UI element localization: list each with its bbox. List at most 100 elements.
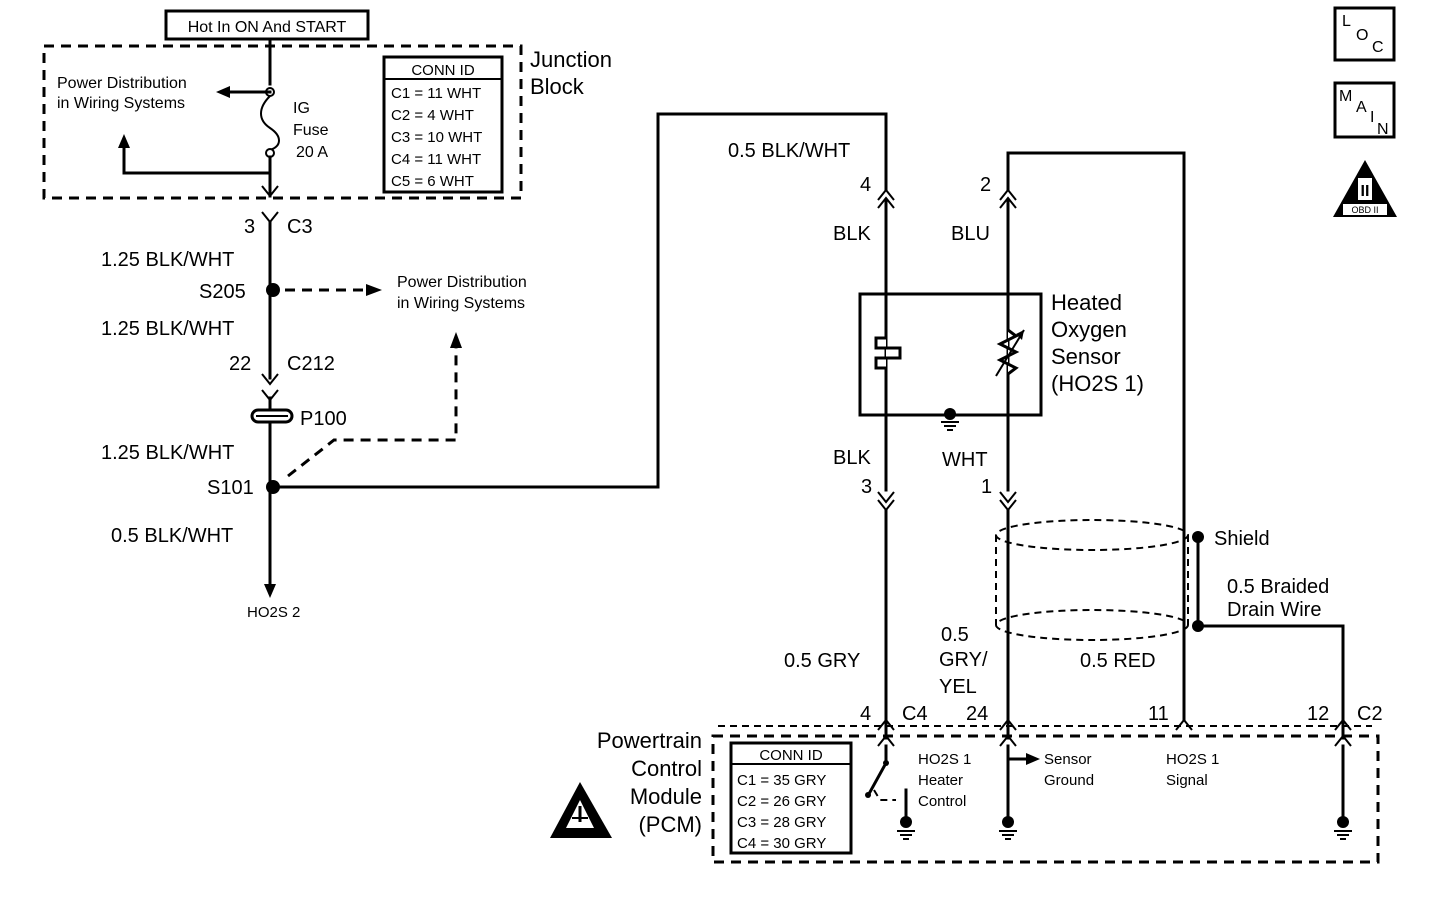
c3-label: C3 xyxy=(287,216,313,238)
signal-label-2: Signal xyxy=(1166,772,1208,789)
s205-branch-arrowhead xyxy=(366,284,382,296)
ground-label-1: Sensor xyxy=(1044,751,1092,768)
junction-conn-row-4: C4 = 11 WHT xyxy=(391,151,481,168)
pd-branch-arrowhead xyxy=(216,86,230,98)
power-label: Hot In ON And START xyxy=(188,19,347,36)
sensor-wht: WHT xyxy=(942,449,988,471)
pcm-c2: C2 xyxy=(1357,703,1383,725)
pcm-conn-row-1: C1 = 35 GRY xyxy=(737,772,826,789)
left-wire-3-label: 1.25 BLK/WHT xyxy=(101,442,234,464)
power-label-box xyxy=(164,9,370,41)
left-wire-4-label: 0.5 BLK/WHT xyxy=(111,525,233,547)
ho2s2-arrowhead xyxy=(264,584,276,598)
pd-return-arrowhead xyxy=(118,134,130,148)
ground-wire-label-3: YEL xyxy=(939,676,977,698)
heater-label-3: Control xyxy=(918,793,966,810)
sensor-pin1: 1 xyxy=(981,476,992,498)
loc-letter-c: C xyxy=(1372,39,1384,56)
ground-wire-label-2: GRY/ xyxy=(939,649,988,671)
sensor-pin2: 2 xyxy=(980,174,991,196)
fuse-symbol xyxy=(260,95,280,151)
junction-conn-row-1: C1 = 11 WHT xyxy=(391,85,481,102)
drain-node xyxy=(1192,620,1204,632)
sensor-name-1: Heated xyxy=(1051,290,1122,315)
fuse-label-2: Fuse xyxy=(293,122,329,139)
ground-label-2: Ground xyxy=(1044,772,1094,789)
pcm-ground-arrowhead xyxy=(1026,753,1040,765)
s101-branch-arrowhead xyxy=(450,332,462,348)
sensor-signal-wire xyxy=(1006,151,1186,722)
p100-label: P100 xyxy=(300,408,347,430)
fuse-label-1: IG xyxy=(293,100,310,117)
sensor-name-3: Sensor xyxy=(1051,344,1121,369)
sensor-feed-wire xyxy=(278,112,888,489)
pd2-line1: Power Distribution xyxy=(397,274,527,291)
s205-splice xyxy=(266,283,280,297)
pcm-sensor-ground-node xyxy=(1002,816,1014,828)
sensor-blu: BLU xyxy=(951,223,990,245)
loc-letter-o: O xyxy=(1356,27,1368,44)
c212-arrow-upper xyxy=(261,373,279,386)
heater-switch-blade xyxy=(867,760,889,795)
loc-badge[interactable] xyxy=(1333,6,1396,62)
main-badge[interactable] xyxy=(1333,81,1396,139)
heater-element-symbol xyxy=(874,330,902,376)
pcm-conn-row-2: C2 = 26 GRY xyxy=(737,793,826,810)
pcm-pin24-arrow-a xyxy=(999,718,1017,731)
sensor-pin4-arrow-b xyxy=(877,196,895,209)
junction-conn-row-5: C5 = 6 WHT xyxy=(391,173,474,190)
pcm-c4: C4 xyxy=(902,703,928,725)
sensor-pin4: 4 xyxy=(860,174,871,196)
main-letter-i: I xyxy=(1370,109,1374,126)
left-wire-1-label: 1.25 BLK/WHT xyxy=(101,249,234,271)
main-letter-n: N xyxy=(1377,121,1389,138)
pcm-conn-row-3: C3 = 28 GRY xyxy=(737,814,826,831)
heater-label-2: Heater xyxy=(918,772,963,789)
heater-wire-label: 0.5 GRY xyxy=(784,650,860,672)
drain-label-2: Drain Wire xyxy=(1227,599,1321,621)
sensor-name-2: Oxygen xyxy=(1051,317,1127,342)
heater-switch-actuator xyxy=(873,789,896,801)
main-letter-m: M xyxy=(1339,88,1352,105)
junction-pd-line1: Power Distribution xyxy=(57,75,187,92)
esd-warning-icon xyxy=(550,782,612,838)
pd2-line2: in Wiring Systems xyxy=(397,295,525,312)
obd-roman-plate xyxy=(1358,178,1372,200)
s101-dashed-branch xyxy=(287,346,458,478)
pcm-conn-title: CONN ID xyxy=(759,747,823,764)
fuse-label-3: 20 A xyxy=(296,144,328,161)
pcm-pin-12: 12 xyxy=(1307,703,1329,725)
pcm-pin-24: 24 xyxy=(966,703,988,725)
drain-ground-node xyxy=(1337,816,1349,828)
heater-ground-node xyxy=(900,816,912,828)
pcm-outline xyxy=(711,734,1380,864)
sensor-pin4-arrow-a xyxy=(877,188,895,201)
junction-conn-row-2: C2 = 4 WHT xyxy=(391,107,474,124)
main-letter-a: A xyxy=(1356,99,1367,116)
pcm-pin-4: 4 xyxy=(860,703,871,725)
heater-switch-pivot xyxy=(865,792,871,798)
obd-text-plate xyxy=(1343,204,1387,215)
variable-resistor-arrowhead xyxy=(1016,330,1024,340)
pcm-conn-row-4: C4 = 30 GRY xyxy=(737,835,826,852)
loc-letter-l: L xyxy=(1342,13,1351,30)
sensor-pin3-arrow-a xyxy=(877,491,895,504)
ho2s2-label: HO2S 2 xyxy=(247,604,300,621)
junction-block-outline xyxy=(42,44,523,200)
shield-ellipse-top xyxy=(995,519,1189,551)
drain-label-1: 0.5 Braided xyxy=(1227,576,1329,598)
pcm-pin-11: 11 xyxy=(1148,703,1169,725)
obd-text: OBD II xyxy=(1351,205,1378,215)
shield-label: Shield xyxy=(1214,528,1270,550)
obd-ii-badge[interactable]: II OBD II xyxy=(1333,160,1397,217)
junction-block-title-2: Block xyxy=(530,74,585,99)
c212-pin: 22 xyxy=(229,353,251,375)
pcm-name-1: Powertrain xyxy=(597,728,702,753)
junction-block-title-1: Junction xyxy=(530,47,612,72)
left-wire-2-label: 1.25 BLK/WHT xyxy=(101,318,234,340)
variable-resistor-arrow-line xyxy=(995,329,1025,377)
heater-label-1: HO2S 1 xyxy=(918,751,971,768)
sensor-blk-bot: BLK xyxy=(833,447,871,469)
